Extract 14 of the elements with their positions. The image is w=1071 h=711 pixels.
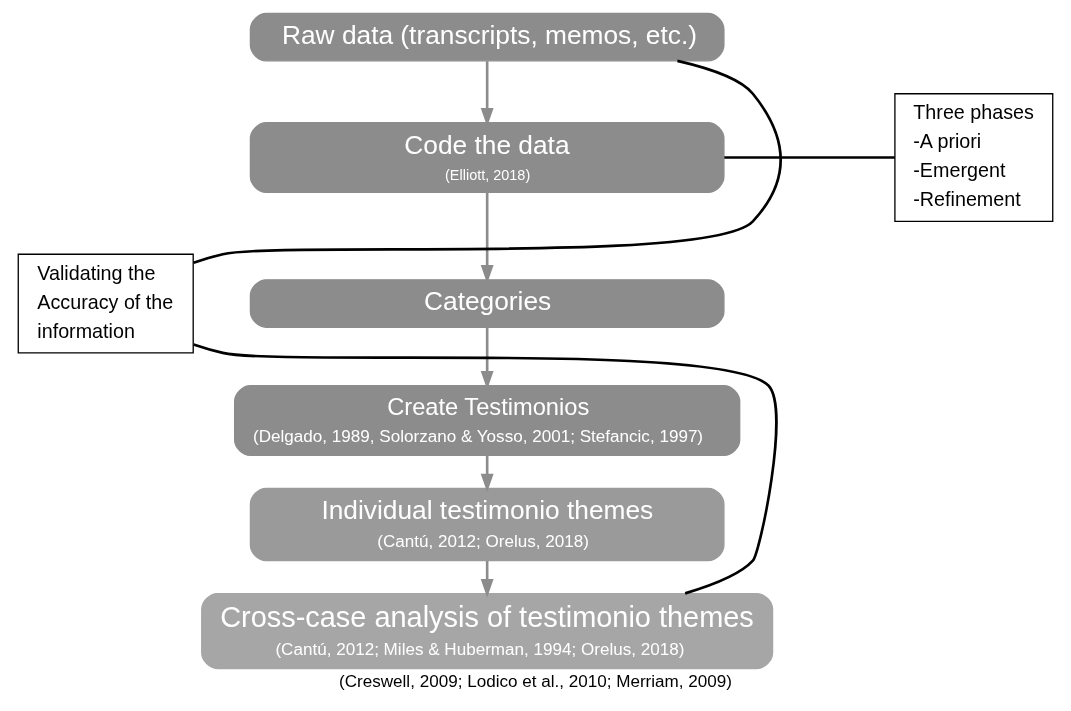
node-box: Create Testimonios (Delgado, 1989, Solorzano & Yosso, 2001; Stefancic, 1997) (233, 385, 741, 457)
node-box: Categories (249, 279, 725, 328)
node-box: Three phases -A priori -Emergent -Refinement (894, 93, 1054, 222)
node-box: Cross-case analysis of testimonio themes (Cantú, 2012; Miles & Huberman, 1994; Orelus, 2018) (201, 592, 774, 670)
node-box: Raw data (transcripts, memos, etc.) (249, 12, 725, 62)
arrow (480, 455, 494, 493)
node-box: Individual testimonio themes (Cantú, 2012; Orelus, 2018) (249, 487, 725, 562)
connector (193, 343, 778, 595)
arrow (480, 561, 494, 598)
connector (724, 156, 895, 159)
node-box: Code the data (Elliott, 2018) (249, 122, 725, 194)
node-box: Validating the Accuracy of the information (17, 253, 194, 354)
connector (193, 59, 782, 264)
caption: (Creswell, 2009; Lodico et al., 2010; Merriam, 2009) (339, 672, 732, 692)
